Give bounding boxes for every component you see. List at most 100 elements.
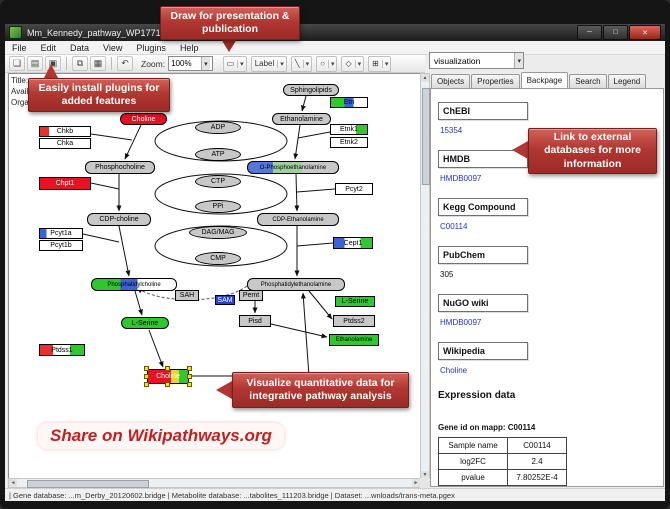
selection-handle[interactable] — [144, 382, 149, 387]
tab-properties[interactable]: Properties — [471, 74, 520, 88]
node-o-phosphoethanolamine[interactable]: O-Phosphoethanolamine — [247, 161, 339, 174]
node-pcyt1b[interactable]: Pcyt1b — [39, 240, 83, 251]
menu-help[interactable]: Help — [179, 42, 199, 53]
menu-plugins[interactable]: Plugins — [136, 42, 166, 53]
menu-file[interactable]: File — [12, 42, 27, 53]
node-pemt[interactable]: Pemt — [239, 290, 263, 301]
node-pcyt2[interactable]: Pcyt2 — [335, 183, 373, 195]
database-header: HMDB — [438, 150, 528, 168]
node-cept1[interactable]: Cept1 — [333, 237, 373, 249]
scroll-down-arrow[interactable]: ▼ — [421, 471, 429, 479]
vertical-scrollbar[interactable]: ▲ ▼ — [420, 73, 430, 480]
selection-handle[interactable] — [187, 373, 192, 379]
callout-visualize-pointer — [216, 381, 232, 399]
share-on-wikipathways-text: Share on Wikipathways.org — [38, 423, 284, 449]
node-cdp-ethanolamine[interactable]: CDP-Ethanolamine — [257, 213, 339, 226]
zoom-combobox[interactable]: 100% ▾ — [168, 56, 213, 71]
node-cmp[interactable]: CMP — [195, 252, 241, 265]
template-tool-dropdown[interactable]: ⊞▾ — [368, 55, 392, 72]
tab-backpage[interactable]: Backpage — [520, 72, 569, 88]
expression-data-title: Expression data — [438, 390, 516, 401]
node-sphingolipids[interactable]: Sphingolipids — [283, 84, 339, 96]
scroll-up-arrow[interactable]: ▲ — [421, 74, 429, 82]
node-chka[interactable]: Chka — [39, 138, 91, 149]
maximize-button[interactable]: □ — [603, 25, 628, 40]
node-chkb[interactable]: Chkb — [39, 126, 91, 137]
selection-handle[interactable] — [187, 366, 192, 371]
caret-down-icon: ▾ — [302, 59, 312, 68]
database-link[interactable]: 15354 — [440, 126, 463, 135]
tab-objects[interactable]: Objects — [431, 74, 471, 88]
table-cell: met — [507, 485, 567, 486]
node-ethanolamine[interactable]: Ethanolamine — [272, 113, 331, 125]
selection-handle[interactable] — [144, 366, 149, 371]
minimize-button[interactable]: ─ — [577, 25, 602, 40]
node-ppi[interactable]: PPi — [195, 200, 241, 213]
tab-search[interactable]: Search — [569, 74, 607, 88]
selection-handle[interactable] — [187, 382, 192, 387]
selection-handle[interactable] — [144, 373, 149, 379]
toolbar-dropdowns: ▭▾Label▾╲▾○▾◇▾⊞▾ — [222, 55, 392, 72]
tab-legend[interactable]: Legend — [607, 74, 647, 88]
node-sam[interactable]: SAM — [215, 295, 235, 305]
node-pcyt1a[interactable]: Pcyt1a — [39, 228, 83, 239]
pathway-edge — [296, 188, 336, 193]
node-ctp[interactable]: CTP — [195, 175, 241, 188]
database-link[interactable]: HMDB0097 — [440, 174, 482, 183]
shape-tool-dropdown[interactable]: ◇▾ — [341, 55, 365, 72]
selection-handle[interactable] — [165, 382, 170, 387]
label-tool-dropdown[interactable]: Label▾ — [250, 55, 287, 72]
ellipse-tool-dropdown[interactable]: ○▾ — [316, 55, 338, 72]
line-tool-dropdown[interactable]: ╲▾ — [290, 55, 313, 72]
node-ethanolamine[interactable]: Ethanolamine — [329, 334, 379, 346]
caret-down-icon: ▾ — [237, 59, 246, 68]
open-button[interactable]: ▤ — [27, 56, 43, 71]
callout-draw-pointer — [221, 39, 237, 52]
horizontal-scrollbar[interactable]: ◄ ► — [8, 478, 422, 488]
menu-view[interactable]: View — [103, 42, 123, 53]
window-title: Mm_Kennedy_pathway_WP1771_45176.gpml — [27, 27, 213, 38]
scroll-right-arrow[interactable]: ► — [412, 479, 420, 487]
node-pisd[interactable]: Pisd — [239, 315, 271, 327]
menu-edit[interactable]: Edit — [40, 42, 57, 53]
node-phosphatidylcholine[interactable]: Phosphatidylcholine — [91, 278, 177, 291]
node-phosphocholine[interactable]: Phosphocholine — [85, 161, 155, 174]
database-link[interactable]: Choline — [440, 366, 468, 375]
datanode-tool-dropdown[interactable]: ▭▾ — [222, 55, 247, 72]
horizontal-scroll-thumb[interactable] — [27, 480, 149, 488]
node-sah[interactable]: SAH — [175, 290, 199, 301]
caret-down-icon: ▾ — [514, 53, 523, 68]
node-cdp-choline[interactable]: CDP-choline — [87, 213, 151, 226]
node-phosphatidylethanolamine[interactable]: Phosphatidylethanolamine — [247, 278, 345, 291]
node-l-serine[interactable]: L-Serine — [121, 317, 169, 329]
node-etn[interactable]: Etn — [330, 97, 368, 108]
node-etnk2[interactable]: Etnk2 — [330, 137, 368, 148]
database-link[interactable]: C00114 — [440, 222, 468, 231]
node-adp[interactable]: ADP — [195, 121, 241, 134]
node-l-serine[interactable]: L-Serine — [335, 296, 375, 307]
scroll-left-arrow[interactable]: ◄ — [9, 479, 17, 487]
copy-button[interactable]: ⧉ — [72, 56, 88, 71]
undo-button[interactable]: ↶ — [117, 56, 133, 71]
paste-button[interactable]: ▦ — [90, 56, 106, 71]
caret-down-icon: ▾ — [354, 59, 364, 68]
node-ptdss2[interactable]: Ptdss2 — [333, 315, 375, 327]
database-link[interactable]: HMDB0097 — [440, 318, 482, 327]
close-button[interactable]: ✕ — [629, 25, 661, 40]
canvas-label-organi: Organi — [11, 98, 36, 107]
node-chpt1[interactable]: Chpt1 — [39, 177, 91, 190]
menu-data[interactable]: Data — [70, 42, 90, 53]
visualization-combobox[interactable]: visualization ▾ — [429, 52, 524, 69]
label-tool-icon: Label — [254, 59, 275, 68]
node-atp[interactable]: ATP — [195, 148, 241, 161]
node-dag-mag[interactable]: DAG/MAG — [189, 226, 247, 239]
template-tool-icon: ⊞ — [372, 59, 379, 68]
vertical-scroll-thumb[interactable] — [422, 88, 430, 185]
new-button[interactable]: ❏ — [9, 56, 25, 71]
node-etnk1[interactable]: Etnk1 — [330, 124, 368, 135]
node-choline[interactable]: Choline — [120, 113, 167, 125]
node-ptdss1[interactable]: Ptdss1 — [39, 344, 85, 356]
selection-handle[interactable] — [165, 366, 170, 371]
